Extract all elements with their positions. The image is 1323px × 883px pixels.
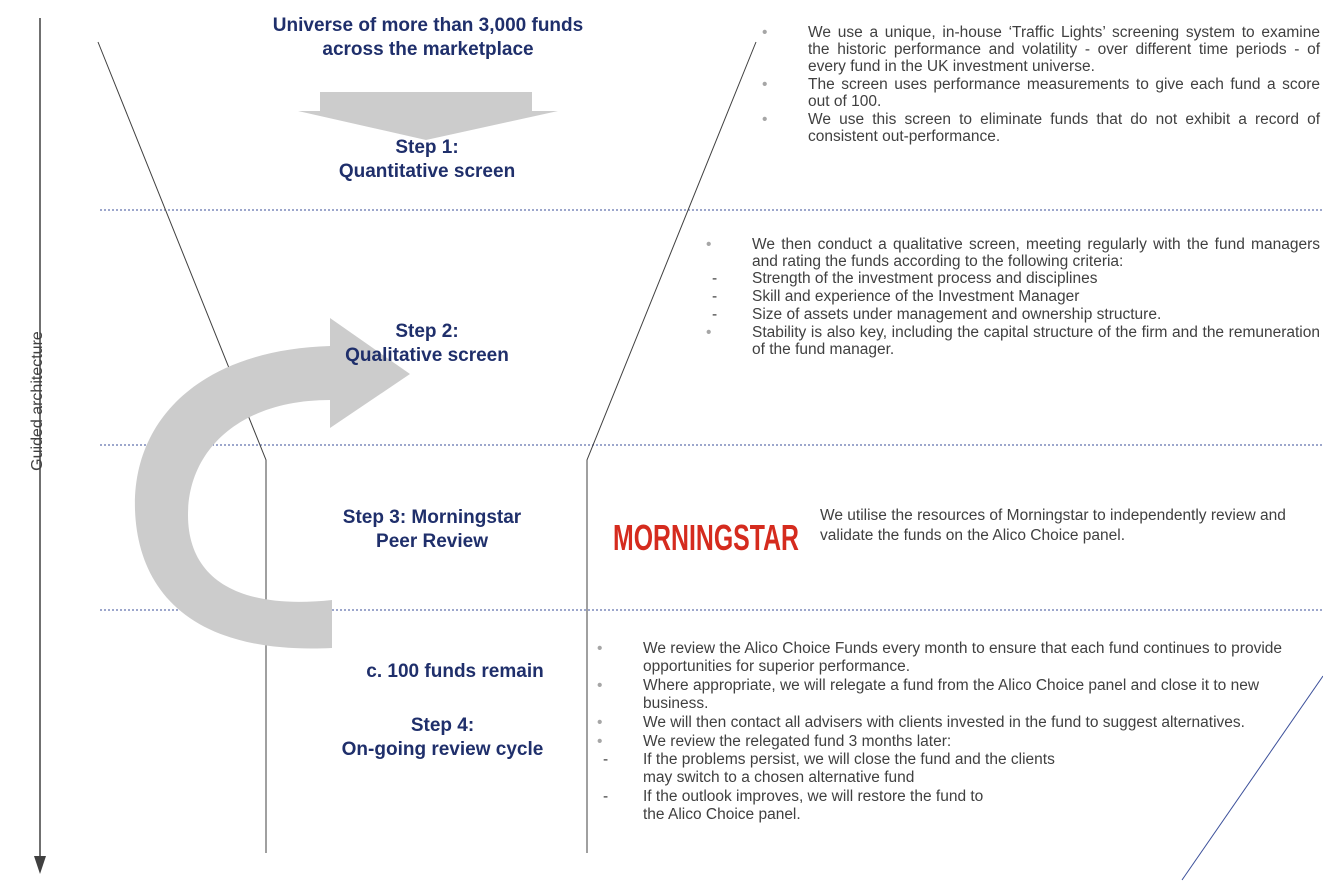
list-item: We use a unique, in-house ‘Traffic Light… [758,24,1320,75]
list-item: If the problems persist, we will close t… [593,751,1063,787]
step2-heading: Step 2: Qualitative screen [272,320,582,368]
remain-label: c. 100 funds remain [366,661,544,682]
morningstar-logo: MORNINGSTAR [613,517,799,558]
list-item: Size of assets under management and owne… [702,306,1320,323]
list-item: We review the relegated fund 3 months la… [593,733,1313,824]
step2-line1: Step 2: [395,321,459,342]
axis-label: Guided architecture [29,331,46,471]
list-item: We review the Alico Choice Funds every m… [593,640,1313,676]
universe-down-arrow [298,92,558,140]
list-item: We will then contact all advisers with c… [593,714,1313,732]
step2-criteria: Strength of the investment process and d… [702,270,1320,323]
step3-line1: Step 3: Morningstar [342,507,522,528]
step4-bullets: We review the Alico Choice Funds every m… [593,640,1313,825]
list-item: We use this screen to eliminate funds th… [758,111,1320,145]
step1-heading: Step 1: Quantitative screen [272,136,582,184]
guided-architecture-arrow [34,18,46,874]
step2-intro: We then conduct a qualitative screen, me… [752,236,1320,270]
step4-line2: On-going review cycle [341,739,544,760]
universe-line2: across the marketplace [322,39,534,60]
morningstar-logo-text: MORNINGSTAR [613,517,799,558]
step4-relegated: We review the relegated fund 3 months la… [643,733,952,750]
universe-line1: Universe of more than 3,000 funds [272,15,584,36]
list-item: Stability is also key, including the cap… [702,324,1320,358]
step2-line2: Qualitative screen [345,345,509,366]
review-cycle-arrow [134,318,410,649]
step1-line2: Quantitative screen [338,161,516,182]
list-item: We then conduct a qualitative screen, me… [702,236,1320,323]
list-item: The screen uses performance measurements… [758,76,1320,110]
step3-line2: Peer Review [376,531,488,552]
list-item: Strength of the investment process and d… [702,270,1320,287]
step4-outcomes: If the problems persist, we will close t… [593,751,1313,824]
step1-bullets: We use a unique, in-house ‘Traffic Light… [758,24,1320,146]
step3-heading: Step 3: Morningstar Peer Review [282,506,582,554]
list-item: Where appropriate, we will relegate a fu… [593,677,1313,713]
morningstar-description: We utilise the resources of Morningstar … [820,507,1286,544]
step1-line1: Step 1: [395,137,459,158]
list-item: If the outlook improves, we will restore… [593,788,1003,824]
list-item: Skill and experience of the Investment M… [702,288,1320,305]
step2-bullets: We then conduct a qualitative screen, me… [702,236,1320,359]
step4-line1: Step 4: [410,715,475,736]
step4-heading: Step 4: On-going review cycle [300,714,585,762]
universe-heading: Universe of more than 3,000 funds across… [218,14,638,62]
funnel-outline [97,41,757,853]
